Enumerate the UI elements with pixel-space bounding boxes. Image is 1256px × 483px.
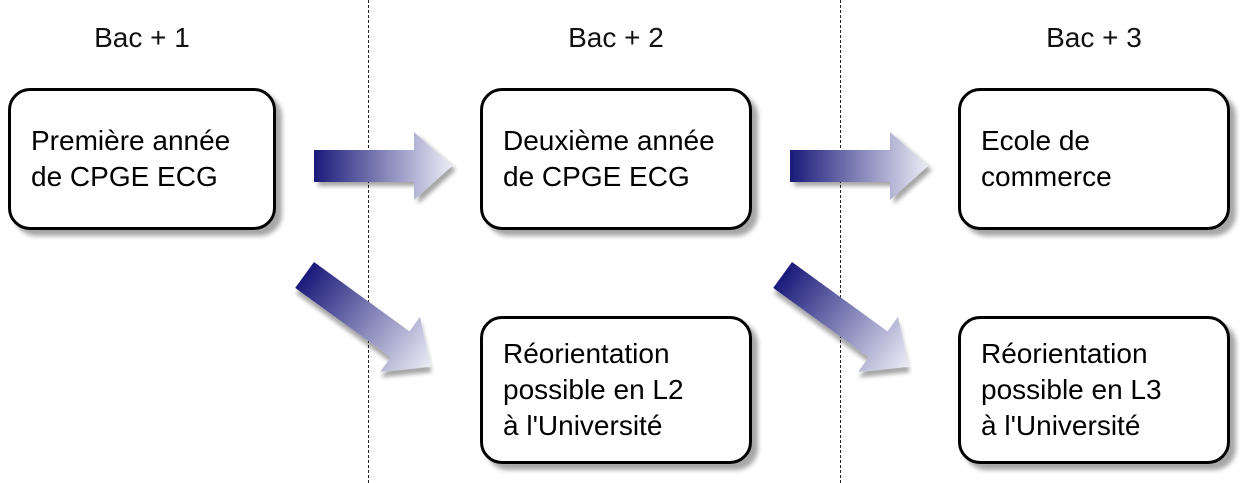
column-label-bac-3: Bac + 3 [1046, 22, 1142, 53]
box-business-school-text: Ecole de commerce [981, 125, 1112, 192]
arrow-second-to-school [790, 132, 928, 200]
column-divider-1 [368, 0, 369, 483]
box-business-school: Ecole de commerce [958, 88, 1230, 230]
box-second-year-text: Deuxième année de CPGE ECG [503, 125, 715, 192]
box-reorient-l3: Réorientation possible en L3 à l'Univers… [958, 316, 1230, 464]
column-label-bac-2: Bac + 2 [568, 22, 664, 53]
box-reorient-l2-text: Réorientation possible en L2 à l'Univers… [503, 338, 684, 441]
box-second-year: Deuxième année de CPGE ECG [480, 88, 752, 230]
arrow-first-to-reorient-l2 [295, 262, 431, 372]
column-label-bac-1: Bac + 1 [94, 22, 190, 53]
box-reorient-l3-text: Réorientation possible en L3 à l'Univers… [981, 338, 1162, 441]
arrow-second-to-reorient-l3 [773, 262, 909, 372]
box-reorient-l2: Réorientation possible en L2 à l'Univers… [480, 316, 752, 464]
box-first-year: Première année de CPGE ECG [8, 88, 276, 230]
box-first-year-text: Première année de CPGE ECG [31, 125, 231, 192]
arrow-first-to-second [314, 132, 452, 200]
column-divider-2 [840, 0, 841, 483]
